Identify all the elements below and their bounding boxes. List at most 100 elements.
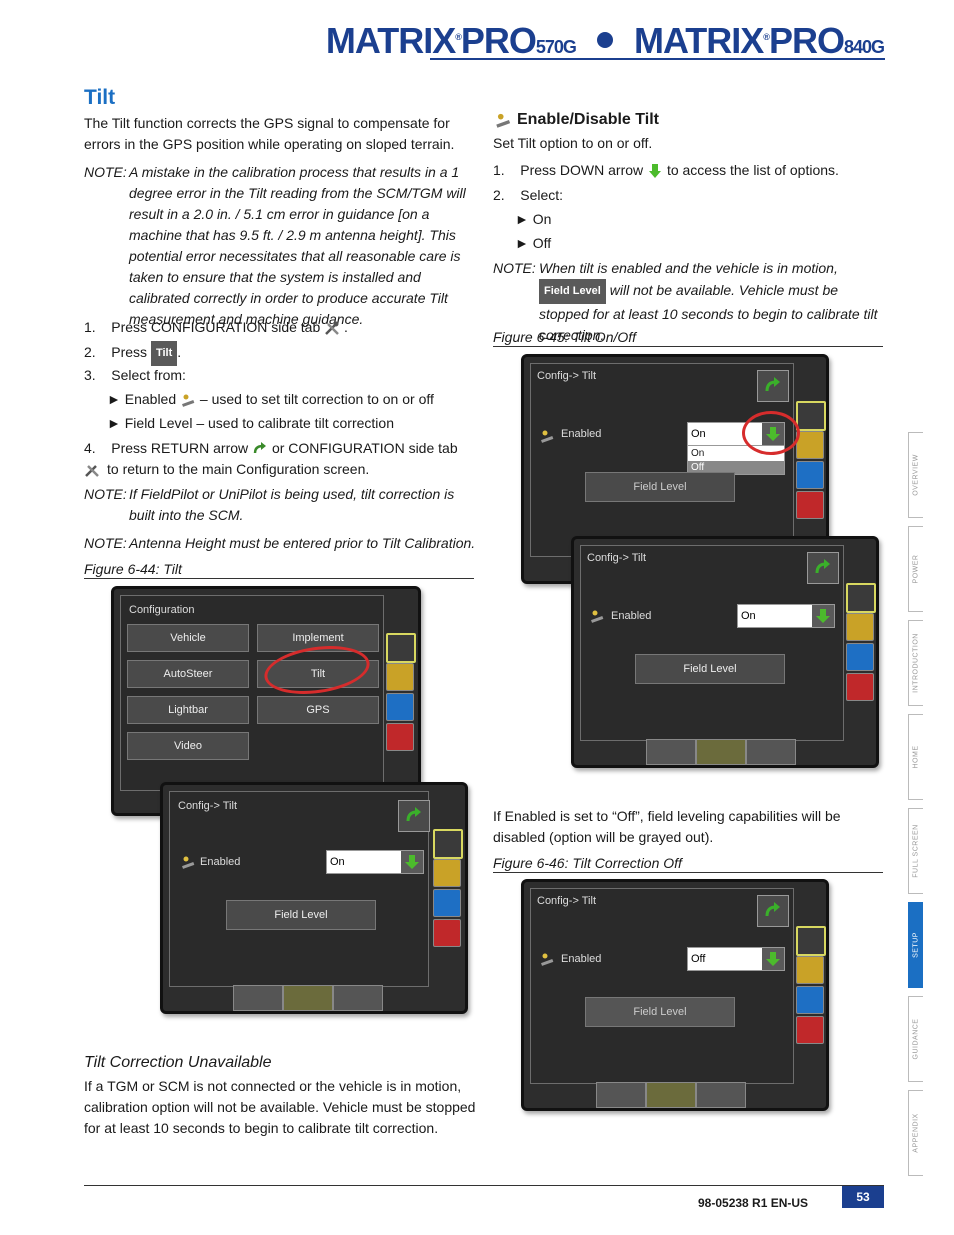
step-4-cont: to return to the main Configuration scre… [107, 461, 370, 477]
config-tab-wrench-icon[interactable] [846, 583, 876, 613]
bottom-bar [233, 985, 383, 1011]
field-level-button[interactable]: Field Level [635, 654, 785, 684]
return-button[interactable] [807, 552, 839, 584]
return-arrow-icon [406, 807, 421, 822]
step-2: 2. Press Tilt. [84, 341, 476, 366]
note-calibration-text: A mistake in the calibration process tha… [129, 164, 466, 327]
side-tab-power[interactable]: POWER [908, 526, 923, 612]
return-arrow-icon [815, 559, 830, 574]
config-tab-wrench-icon[interactable] [386, 633, 416, 663]
tilt-icon [496, 113, 511, 128]
dropdown-option-on[interactable]: On [691, 448, 705, 459]
document-number: 98-05238 R1 EN-US [698, 1196, 809, 1210]
home-icon[interactable] [233, 985, 283, 1011]
side-tab-appendix[interactable]: APPENDIX [908, 1090, 923, 1176]
tilt-icon [541, 953, 554, 966]
video-button[interactable]: Video [127, 732, 249, 760]
guidance-tab-icon[interactable] [386, 663, 414, 691]
config-tab-wrench-icon[interactable] [433, 829, 463, 859]
note-fieldpilot: If FieldPilot or UniPilot is being used,… [129, 486, 455, 523]
display-tab-icon[interactable] [433, 889, 461, 917]
implement-button[interactable]: Implement [257, 624, 379, 652]
side-tab-setup[interactable]: SETUP [908, 902, 923, 988]
side-tab-full-screen[interactable]: FULL SCREEN [908, 808, 923, 894]
option-on: ► On [515, 211, 552, 227]
header-rule [430, 58, 885, 60]
home-icon[interactable] [646, 739, 696, 765]
gps-button[interactable]: GPS [257, 696, 379, 724]
wrench-icon[interactable] [696, 739, 746, 765]
option-field-level: ► Field Level – used to calibrate tilt c… [107, 415, 394, 431]
enabled-label: Enabled [611, 610, 652, 622]
guidance-tab-icon[interactable] [796, 431, 824, 459]
configuration-panel: Configuration Vehicle Implement AutoStee… [120, 595, 384, 791]
autosteer-button[interactable]: AutoSteer [127, 660, 249, 688]
section-title: Tilt [84, 86, 116, 109]
enabled-dropdown[interactable]: Off [687, 947, 785, 971]
display-tab-icon[interactable] [796, 986, 824, 1014]
note-antenna: Antenna Height must be entered prior to … [129, 535, 476, 551]
enable-step-2: 2. Select: [493, 187, 564, 203]
bullet-dot [596, 32, 613, 49]
field-level-button[interactable]: Field Level [585, 997, 735, 1027]
config-tab-wrench-icon[interactable] [796, 401, 826, 431]
field-level-button[interactable]: Field Level [585, 472, 735, 502]
tilt-panel: Config-> Tilt Enabled Off Field Level [530, 888, 794, 1084]
gauge-icon[interactable] [696, 1082, 746, 1108]
intro-text: The Tilt function corrects the GPS signa… [84, 115, 455, 152]
vehicle-button[interactable]: Vehicle [127, 624, 249, 652]
enabled-label: Enabled [200, 856, 241, 868]
side-tab-guidance[interactable]: GUIDANCE [908, 996, 923, 1082]
side-tab-home[interactable]: HOME [908, 714, 923, 800]
return-arrow-icon [765, 902, 780, 917]
display-tab-icon[interactable] [796, 461, 824, 489]
toolbox-tab-icon[interactable] [433, 919, 461, 947]
display-tab-icon[interactable] [846, 643, 874, 671]
dropdown-option-off[interactable]: Off [688, 461, 784, 474]
config-tab-wrench-icon[interactable] [796, 926, 826, 956]
unavailable-text: If a TGM or SCM is not connected or the … [84, 1078, 476, 1136]
side-tab-overview[interactable]: OVERVIEW [908, 432, 923, 518]
down-arrow-icon[interactable] [812, 605, 834, 627]
return-button[interactable] [398, 800, 430, 832]
brand-left: MATRIX [325, 20, 456, 61]
wrench-icon[interactable] [283, 985, 333, 1011]
tilt-screen-a: Config-> Tilt Enabled On Field Level [160, 782, 468, 1014]
side-tab-introduction[interactable]: INTRODUCTION [908, 620, 923, 706]
down-arrow-icon[interactable] [762, 948, 784, 970]
wrench-icon[interactable] [646, 1082, 696, 1108]
down-arrow-icon[interactable] [401, 851, 423, 873]
guidance-tab-icon[interactable] [433, 859, 461, 887]
wrench-screwdriver-icon [325, 321, 340, 336]
guidance-tab-icon[interactable] [796, 956, 824, 984]
tilt-panel: Config-> Tilt Enabled On Field Level [169, 791, 430, 987]
return-button[interactable] [757, 895, 789, 927]
gauge-icon[interactable] [333, 985, 383, 1011]
footer-rule [84, 1185, 884, 1186]
toolbox-tab-icon[interactable] [796, 1016, 824, 1044]
guidance-tab-icon[interactable] [846, 613, 874, 641]
field-level-button[interactable]: Field Level [226, 900, 376, 930]
enabled-dropdown[interactable]: On [737, 604, 835, 628]
home-icon[interactable] [596, 1082, 646, 1108]
figure-6-46-caption: Figure 6-46: Tilt Correction Off [493, 855, 883, 873]
tilt-icon [182, 394, 195, 408]
display-tab-icon[interactable] [386, 693, 414, 721]
note-antenna-label: NOTE: [84, 535, 127, 551]
enabled-dropdown[interactable]: On [326, 850, 424, 874]
lightbar-button[interactable]: Lightbar [127, 696, 249, 724]
enable-intro: Set Tilt option to on or off. [493, 135, 653, 151]
screen-title: Config-> Tilt [178, 800, 237, 812]
page-number: 53 [842, 1186, 884, 1208]
tilt-screen-d: Config-> Tilt Enabled Off Field Level [521, 879, 829, 1111]
tilt-screen-c: Config-> Tilt Enabled On Field Level [571, 536, 879, 768]
toolbox-tab-icon[interactable] [796, 491, 824, 519]
figure-6-45-caption: Figure 6-45: Tilt On/Off [493, 329, 883, 347]
return-button[interactable] [757, 370, 789, 402]
gauge-icon[interactable] [746, 739, 796, 765]
toolbox-tab-icon[interactable] [386, 723, 414, 751]
return-arrow-icon [765, 377, 780, 392]
tilt-icon [182, 856, 195, 869]
tilt-button[interactable]: Tilt [257, 660, 379, 688]
toolbox-tab-icon[interactable] [846, 673, 874, 701]
